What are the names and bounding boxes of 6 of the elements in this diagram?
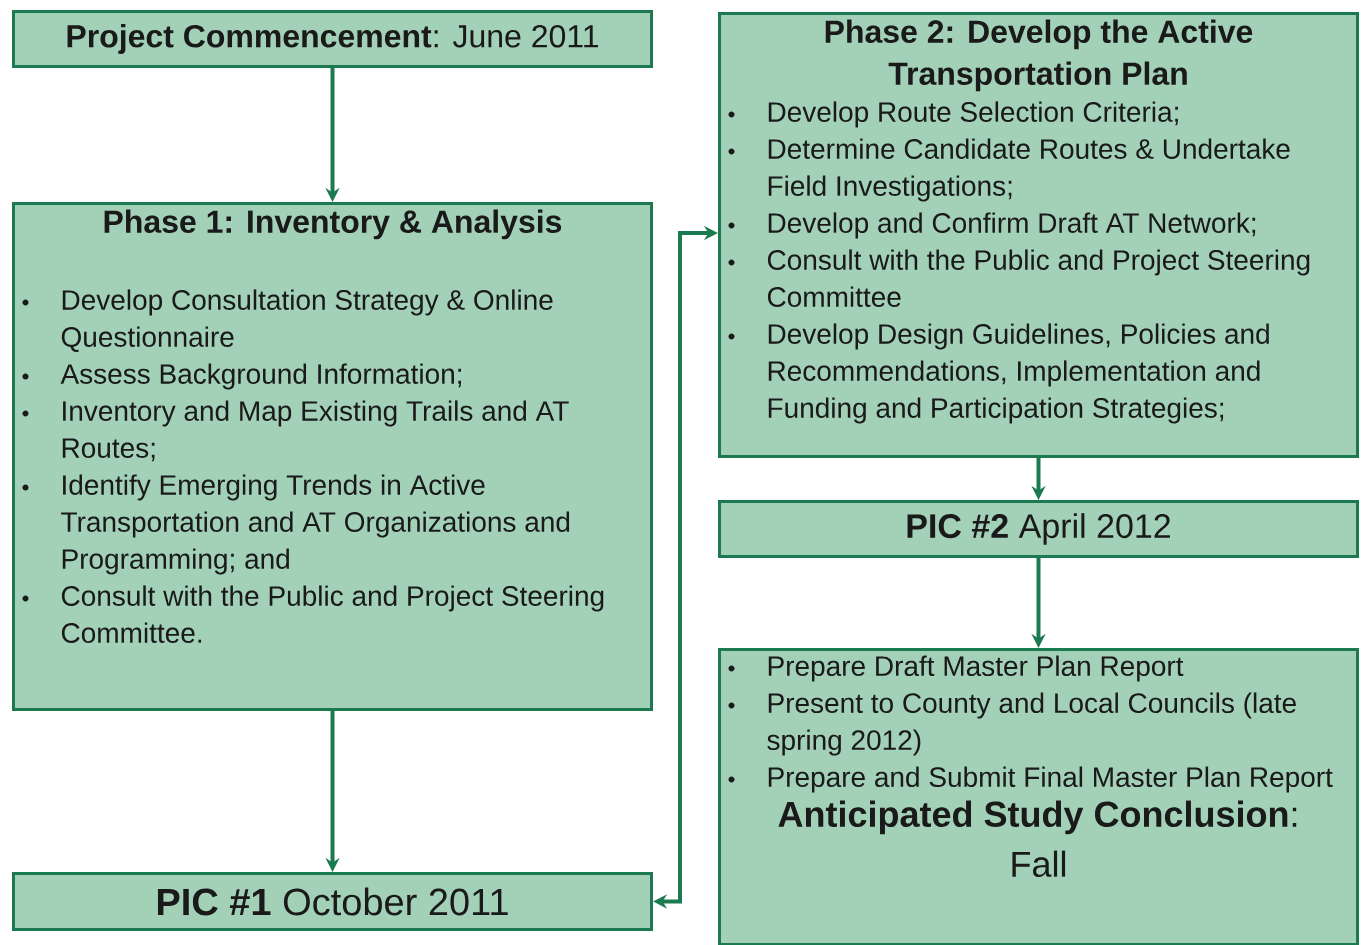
process-box: Phase 1: Inventory & Analysis Develop Consultation Strategy & Online Questionnaire Assess Background Information; Inventory and Map Existing Trails and AT Routes; Identify Emerging Trends in Active Transportation and AT Organizations and Programming; and Consult with the Public and Project Steering Committee. <box>12 202 653 711</box>
process-box: Project Commencement: June 2011 <box>12 10 653 68</box>
process-box: PIC #2 April 2012 <box>718 500 1359 558</box>
process-box: Phase 2: Develop the Active Transportation Plan Develop Route Selection Criteria; Determine Candidate Routes & Undertake Field Investigations; Develop and Confirm Draft AT Network; Consult with the Public and Project Steering Committee Develop Design Guidelines, Policies and Recommendations, Implementation and Funding and Participation Strategies; <box>718 12 1359 458</box>
process-box: Prepare Draft Master Plan Report Present to County and Local Councils (late spring 2012) Prepare and Submit Final Master Plan Report Anticipated Study Conclusion: Fall <box>718 648 1359 945</box>
process-box: PIC #1 October 2011 <box>12 872 653 931</box>
